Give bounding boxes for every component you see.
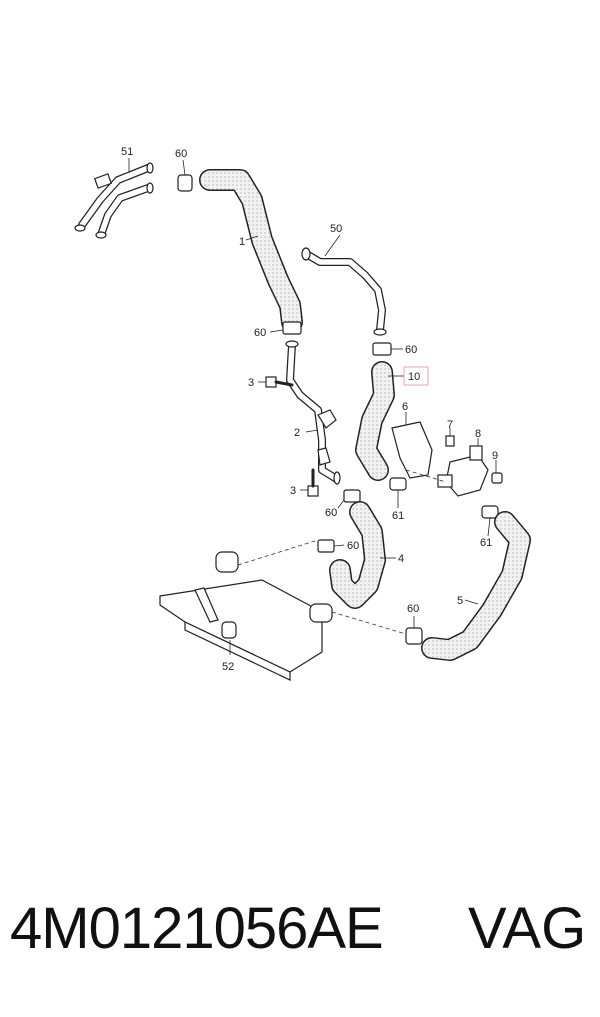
dash-cooler-hose5 xyxy=(331,611,407,635)
callout-60-b: 60 xyxy=(254,327,266,339)
callout-6: 6 xyxy=(402,401,408,413)
callout-9: 9 xyxy=(492,450,498,462)
pipe-2 xyxy=(285,340,341,485)
hose-4 xyxy=(329,501,396,609)
nut-9 xyxy=(491,460,503,484)
clip-60-hose5 xyxy=(405,616,423,645)
callout-50: 50 xyxy=(330,223,342,235)
callout-60-e: 60 xyxy=(347,540,359,552)
callout-3-b: 3 xyxy=(290,485,296,497)
callout-52: 52 xyxy=(222,661,234,673)
clip-60-hose4-top xyxy=(337,489,361,509)
callout-1: 1 xyxy=(239,236,245,248)
highlight-box-10 xyxy=(403,366,429,386)
oil-cooler-52 xyxy=(159,551,333,681)
clip-60-hose4-mid xyxy=(317,539,345,553)
part-number: 4M0121056AE xyxy=(10,896,384,961)
callout-61-a: 61 xyxy=(392,510,404,522)
callout-2: 2 xyxy=(294,427,300,439)
bolt-3-upper xyxy=(258,376,294,388)
pipe-50 xyxy=(301,247,387,336)
dash-cooler-hose4 xyxy=(237,539,319,566)
hose-5 xyxy=(421,511,531,661)
hose-10 xyxy=(355,361,404,481)
clip-60-top xyxy=(177,159,193,192)
callout-5: 5 xyxy=(457,595,463,607)
bolt-7 xyxy=(445,428,455,447)
callout-10: 10 xyxy=(408,371,420,383)
callout-8: 8 xyxy=(475,428,481,440)
callout-61-b: 61 xyxy=(480,537,492,549)
callout-60-a: 60 xyxy=(175,148,187,160)
clip-61-right xyxy=(481,505,499,537)
callout-60-f: 60 xyxy=(407,603,419,615)
pipe-51 xyxy=(74,162,154,239)
bracket-6 xyxy=(391,412,433,479)
clip-61-left xyxy=(389,477,407,508)
callout-51: 51 xyxy=(121,146,133,158)
valve-8 xyxy=(437,438,489,497)
callout-60-c: 60 xyxy=(405,344,417,356)
hose-1 xyxy=(199,169,303,333)
callout-7: 7 xyxy=(447,419,453,431)
bolt-3-lower xyxy=(300,468,319,497)
brand-name: VAG xyxy=(468,896,587,961)
parts-diagram: 51 60 1 50 60 60 10 3 6 7 8 9 2 3 60 61 … xyxy=(74,146,531,681)
callout-60-d: 60 xyxy=(325,507,337,519)
clip-60-hose1 xyxy=(269,321,302,335)
callout-3-a: 3 xyxy=(248,377,254,389)
clip-60-pipe50 xyxy=(372,342,403,356)
callout-4: 4 xyxy=(398,553,404,565)
